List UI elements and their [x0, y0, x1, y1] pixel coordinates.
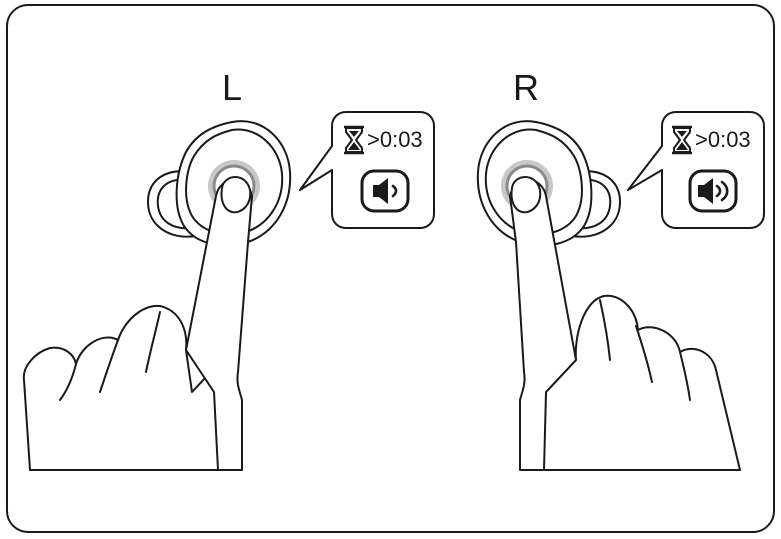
volume-down-icon: [360, 169, 410, 213]
volume-up-icon: [688, 169, 738, 213]
left-hold-time: >0:03: [367, 127, 423, 152]
right-hand: [509, 176, 741, 471]
hourglass-icon: [672, 125, 692, 155]
right-hold-time: >0:03: [695, 127, 751, 152]
hourglass-icon: [344, 125, 364, 155]
left-side-label: L: [222, 67, 243, 108]
right-side-label: R: [513, 67, 539, 108]
left-hand: [22, 176, 253, 471]
